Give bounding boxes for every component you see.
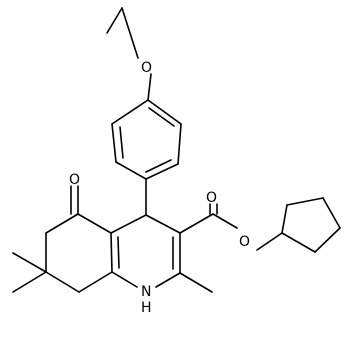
bond-c7-methyl-b [12,271,47,293]
ethoxy-group [106,7,152,101]
cyclohexenone-ring [45,213,113,293]
bond-ar-inner-3 [119,126,124,159]
ester-oxygen-label: O [239,234,250,250]
bond-ethyl-ch2-o [121,7,139,59]
bond-ar-1 [147,99,182,125]
bond-cp-3 [322,197,341,229]
bond-ar-5 [111,123,117,163]
bond-c7-c8 [45,271,80,293]
bond-o-aryl [147,73,152,101]
carbonyl-oxygen-label: O [206,190,217,206]
bond-c7-methyl-a [12,252,47,273]
bond-c2-methyl [179,272,213,293]
bond-cp-4 [314,227,341,253]
bond-ar-3 [145,163,179,180]
cyclopentyl-ring [281,197,341,253]
bond-c4a-c8a [110,232,113,273]
bond-cp-1 [281,204,288,234]
amine-n-label: N [141,284,151,300]
bond-c-o-single [212,213,238,229]
bond-c8a-n1 [111,271,138,288]
benzene-ring [111,99,182,180]
bond-c5-c6 [45,213,79,234]
bond-ar-6 [111,99,149,125]
bond-c3-carbonyl [179,213,214,234]
ketone-oxygen-label: O [69,172,80,188]
bond-cp-5 [281,232,316,253]
bond-c8-c8a [78,271,113,293]
bond-o-cyclopentyl [256,232,283,251]
bond-c4a-c5 [77,213,112,234]
bond-ar-inner-2 [145,159,172,173]
ether-oxygen-label: O [141,60,152,76]
ester-group [179,203,283,251]
bond-ethyl-ch3 [106,7,123,34]
bond-c4a-c8a-double [117,236,120,269]
bond-ar-2 [177,123,182,165]
bond-ar-4 [115,161,147,180]
bond-c3-c4 [145,214,181,234]
bond-ar-inner-1 [148,107,175,127]
bond-c4-c4a [110,214,147,234]
bond-cp-2 [286,197,324,206]
bond-n1-c2 [155,272,181,288]
amine-h-label: H [141,300,152,316]
dihydropyridine-ring [110,214,181,288]
